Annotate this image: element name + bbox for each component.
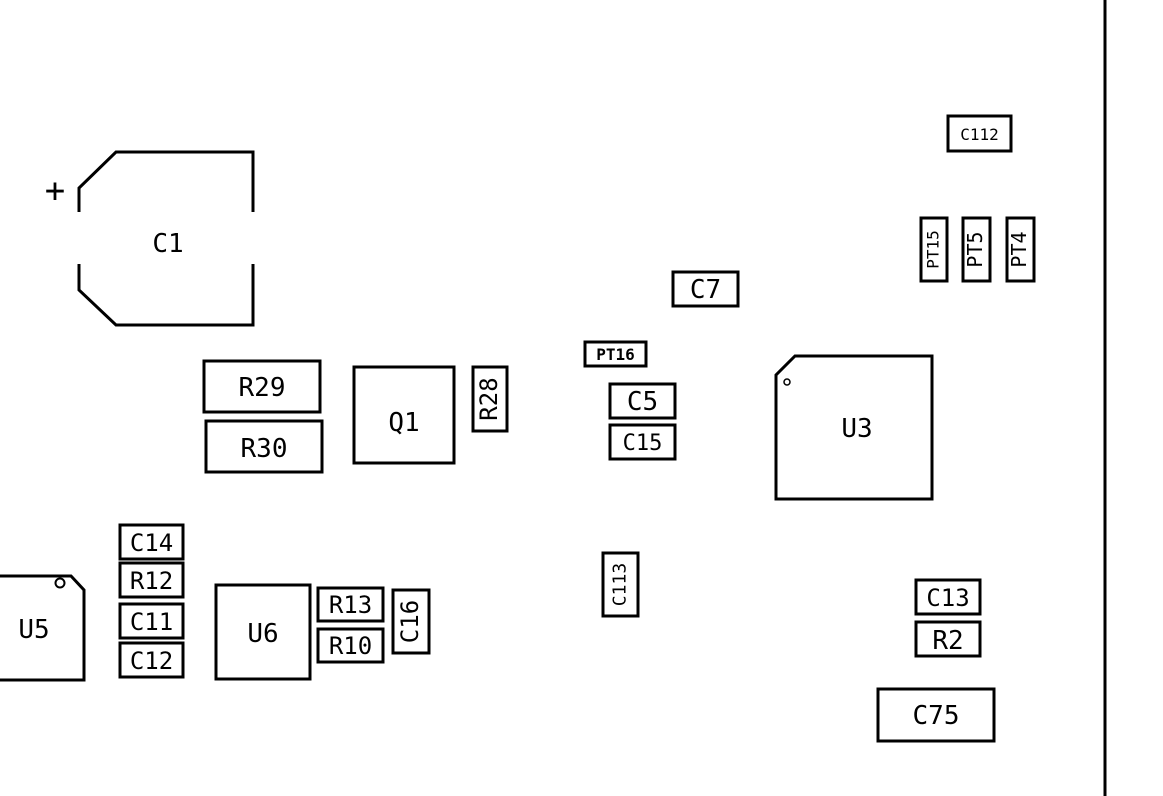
u3-pin1-marker bbox=[783, 378, 791, 386]
q1-outline bbox=[352, 365, 456, 465]
c13-label: C13 bbox=[926, 584, 969, 612]
component-u5: U5 bbox=[0, 574, 86, 682]
r13-outline bbox=[316, 586, 385, 623]
r2-outline bbox=[914, 620, 982, 658]
r2-label: R2 bbox=[932, 626, 963, 656]
c13-outline bbox=[914, 578, 982, 616]
component-r2: R2 bbox=[914, 620, 982, 658]
c11-outline bbox=[118, 602, 185, 640]
component-c75: C75 bbox=[876, 687, 996, 743]
c112-outline bbox=[946, 114, 1013, 153]
component-u3: U3 bbox=[774, 354, 934, 501]
c15-label: C15 bbox=[623, 431, 663, 456]
u5-label: U5 bbox=[18, 615, 49, 645]
component-pt15: PT15 bbox=[919, 216, 949, 283]
c12-label: C12 bbox=[130, 647, 173, 675]
c113-label: C113 bbox=[610, 563, 631, 606]
component-c7: C7 bbox=[671, 270, 740, 308]
component-c5: C5 bbox=[608, 382, 677, 420]
pt5-outline bbox=[961, 216, 992, 283]
c7-label: C7 bbox=[690, 275, 721, 305]
u5-outline bbox=[0, 574, 86, 682]
u5-pin1-marker bbox=[54, 577, 66, 589]
r28-outline bbox=[471, 365, 509, 433]
u6-outline bbox=[214, 583, 312, 681]
c5-label: C5 bbox=[627, 387, 658, 417]
u6-label: U6 bbox=[247, 619, 278, 649]
r29-label: R29 bbox=[239, 373, 286, 403]
r12-outline bbox=[118, 561, 185, 599]
component-c1: + C1 bbox=[45, 150, 255, 327]
component-c15: C15 bbox=[608, 423, 677, 461]
component-pt4: PT4 bbox=[1005, 216, 1036, 283]
c75-outline bbox=[876, 687, 996, 743]
c1-outline-top bbox=[77, 150, 255, 212]
pt16-label: PT16 bbox=[596, 345, 635, 364]
component-c113: C113 bbox=[601, 551, 640, 618]
c112-label: C112 bbox=[960, 125, 999, 144]
u3-outline bbox=[774, 354, 934, 501]
r30-outline bbox=[204, 419, 324, 474]
component-r28: R28 bbox=[471, 365, 509, 433]
component-c13: C13 bbox=[914, 578, 982, 616]
r28-label: R28 bbox=[475, 377, 503, 420]
c1-label: C1 bbox=[152, 229, 183, 259]
component-r12: R12 bbox=[118, 561, 185, 599]
c7-outline bbox=[671, 270, 740, 308]
r10-label: R10 bbox=[329, 632, 372, 660]
c16-outline bbox=[391, 588, 431, 655]
c113-outline bbox=[601, 551, 640, 618]
component-c112: C112 bbox=[946, 114, 1013, 153]
r30-label: R30 bbox=[241, 434, 288, 464]
pt5-label: PT5 bbox=[963, 231, 987, 267]
component-c16: C16 bbox=[391, 588, 431, 655]
component-c14: C14 bbox=[118, 523, 185, 561]
component-pt5: PT5 bbox=[961, 216, 992, 283]
c16-label: C16 bbox=[396, 600, 424, 643]
q1-label: Q1 bbox=[388, 408, 419, 438]
component-c12: C12 bbox=[118, 641, 185, 679]
component-u6: U6 bbox=[214, 583, 312, 681]
c15-outline bbox=[608, 423, 677, 461]
component-r30: R30 bbox=[204, 419, 324, 474]
pt15-label: PT15 bbox=[924, 230, 943, 269]
component-r13: R13 bbox=[316, 586, 385, 623]
pt4-outline bbox=[1005, 216, 1036, 283]
c1-outline-bottom bbox=[77, 264, 255, 327]
c14-outline bbox=[118, 523, 185, 561]
pt16-outline bbox=[583, 340, 648, 368]
c1-polarity-mark: + bbox=[45, 171, 65, 211]
r13-label: R13 bbox=[329, 591, 372, 619]
component-q1: Q1 bbox=[352, 365, 456, 465]
component-r10: R10 bbox=[316, 627, 385, 664]
u3-label: U3 bbox=[841, 414, 872, 444]
c11-label: C11 bbox=[130, 608, 173, 636]
c75-label: C75 bbox=[913, 701, 960, 731]
component-c11: C11 bbox=[118, 602, 185, 640]
r29-outline bbox=[202, 359, 322, 414]
c14-label: C14 bbox=[130, 529, 173, 557]
r12-label: R12 bbox=[130, 567, 173, 595]
r10-outline bbox=[316, 627, 385, 664]
component-pt16: PT16 bbox=[583, 340, 648, 368]
pt4-label: PT4 bbox=[1007, 231, 1031, 267]
c5-outline bbox=[608, 382, 677, 420]
pt15-outline bbox=[919, 216, 949, 283]
c12-outline bbox=[118, 641, 185, 679]
component-r29: R29 bbox=[202, 359, 322, 414]
